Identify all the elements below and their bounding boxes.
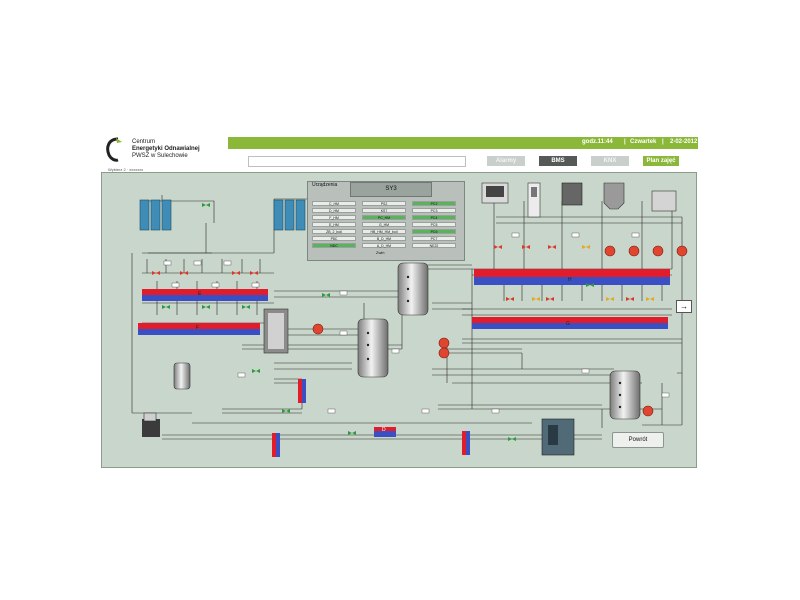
heat-sources: [481, 182, 677, 218]
panel-button[interactable]: NE22: [412, 243, 456, 248]
panel-button[interactable]: HB_HM_HM_boil: [362, 229, 406, 234]
panel-button[interactable]: PC4: [412, 215, 456, 220]
panel-header-sy3[interactable]: SY3: [350, 182, 432, 197]
panel-button[interactable]: PS2: [362, 201, 406, 206]
search-input[interactable]: [248, 156, 466, 167]
heat-exchangers: [272, 379, 470, 457]
panel-button[interactable]: C_HM: [312, 201, 356, 206]
next-view-button[interactable]: →: [676, 300, 692, 313]
panel-button[interactable]: KS7: [362, 208, 406, 213]
panel-collapse-link[interactable]: Zwiń: [376, 250, 385, 255]
valves: [152, 203, 654, 441]
sensor-tags: [163, 232, 670, 414]
panel-button[interactable]: PC3: [412, 208, 456, 213]
panel-button[interactable]: A_D_HM: [362, 243, 406, 248]
logo-text-line-3: PWSZ w Sulechowie: [132, 153, 188, 159]
status-separator: |: [624, 139, 626, 145]
logo-text-line-2: Energetyki Odnawialnej: [132, 146, 200, 152]
panel-button[interactable]: PC7: [412, 236, 456, 241]
time-display: godz.11:44: [582, 139, 613, 145]
panel-button[interactable]: E_HM: [312, 222, 356, 227]
manifold-bars: [138, 269, 670, 437]
panel-button[interactable]: PC_HM: [362, 215, 406, 220]
pwsz-logo: [106, 137, 122, 162]
panel-button[interactable]: D_HM: [312, 208, 356, 213]
panel-button[interactable]: B_D_HM: [362, 236, 406, 241]
status-bar: godz.11:44 | Czwartek | 2-02-2012: [228, 137, 698, 149]
pipe-network: [131, 182, 688, 457]
bar-label-d: D: [382, 427, 386, 433]
bms-button[interactable]: BMS: [539, 156, 577, 166]
alarmy-button[interactable]: Alarmy: [487, 156, 525, 166]
back-button[interactable]: Powrót: [612, 432, 664, 448]
panel-button[interactable]: NDC: [312, 243, 356, 248]
bar-label-g: G: [566, 321, 570, 327]
panel-button[interactable]: PC6: [412, 229, 456, 234]
pumps: [312, 245, 688, 417]
bar-label-e: E: [198, 291, 202, 297]
panel-button[interactable]: PC5: [412, 222, 456, 227]
knx-button[interactable]: KNX: [591, 156, 629, 166]
logo-text-line-1: Centrum: [132, 139, 156, 145]
panel-button[interactable]: PC2: [412, 201, 456, 206]
bar-label-h: H: [568, 277, 572, 283]
panel-button[interactable]: P8C: [312, 236, 356, 241]
storage-tanks: [173, 262, 641, 420]
auxiliary-devices: [142, 308, 575, 456]
panel-button[interactable]: ZB_2_boil: [312, 229, 356, 234]
plan-zajec-button[interactable]: Plan zajęć: [643, 156, 679, 166]
breadcrumb[interactable]: Wybierz 2 · xxxxxxx: [108, 167, 144, 172]
day-display: Czwartek: [630, 139, 657, 145]
panel-title: Urządzenia: [312, 182, 338, 188]
status-separator: |: [662, 139, 664, 145]
panel-button[interactable]: G_HM: [362, 222, 406, 227]
date-display: 2-02-2012: [670, 139, 698, 145]
bar-label-f: F: [196, 325, 200, 331]
scada-diagram: [101, 172, 697, 468]
solar-collectors: [139, 199, 306, 231]
panel-button[interactable]: F_HM: [312, 215, 356, 220]
